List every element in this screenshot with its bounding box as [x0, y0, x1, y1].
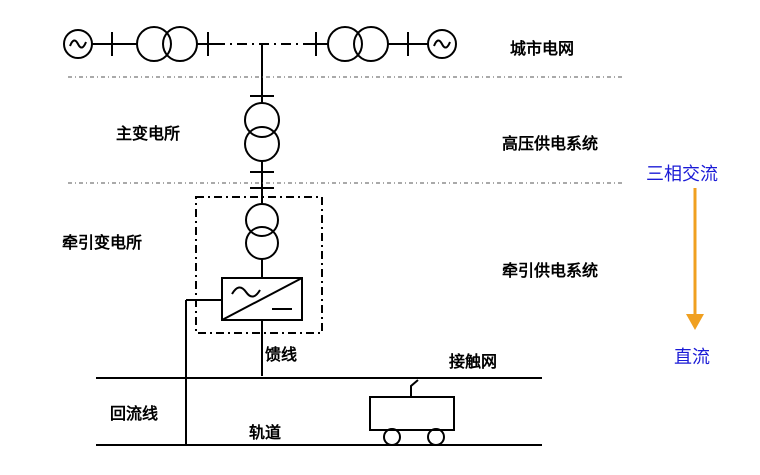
- transformer-icon-left: [136, 26, 198, 62]
- conversion-arrow: [686, 188, 704, 330]
- label-three-phase-ac: 三相交流: [646, 164, 718, 185]
- ac-generator-icon-left: [63, 29, 93, 59]
- label-feeder: 馈线: [265, 345, 298, 364]
- ac-generator-icon-right: [427, 29, 457, 59]
- label-traction-substation: 牵引变电所: [62, 233, 143, 252]
- transformer-icon-main: [244, 102, 280, 162]
- traction-substation-boundary: [195, 196, 323, 334]
- label-contact-network: 接触网: [449, 352, 498, 371]
- label-main-substation: 主变电所: [116, 124, 181, 143]
- transformer-icon-right: [327, 26, 389, 62]
- label-return-line: 回流线: [110, 404, 159, 423]
- rectifier-icon: [221, 277, 303, 321]
- label-city-grid: 城市电网: [510, 39, 575, 58]
- label-traction-supply-system: 牵引供电系统: [502, 261, 599, 280]
- label-dc: 直流: [674, 347, 710, 368]
- train-car-icon: [369, 379, 455, 446]
- label-high-voltage-system: 高压供电系统: [502, 134, 599, 153]
- transformer-icon-traction: [245, 203, 279, 260]
- label-track: 轨道: [249, 423, 282, 442]
